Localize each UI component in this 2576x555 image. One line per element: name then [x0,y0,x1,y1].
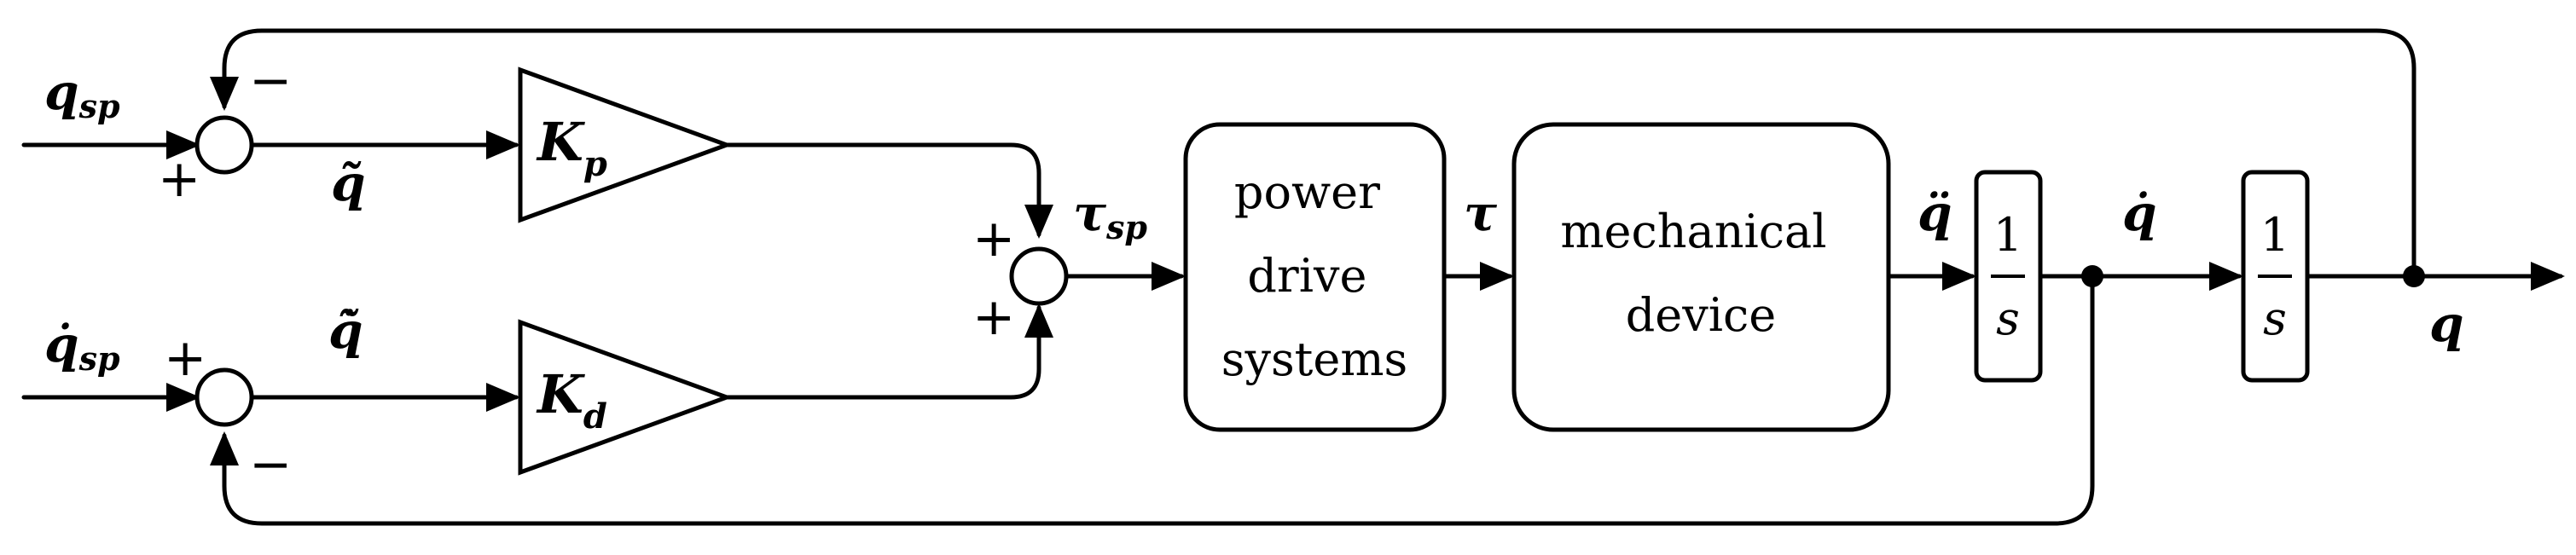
wire-kp-out [724,142,1053,239]
summing-junction-position [194,115,254,175]
sign-plus-position: + [158,149,200,209]
label-qdot: q̇ [2122,184,2157,242]
integrator-block-2: 1 s [2241,170,2310,383]
svg-text:mechanical device: mechanical device [1560,205,1841,342]
wire-q-feedback [210,28,2416,279]
sign-plus-torque-top: + [972,209,1015,269]
gain-kp-sub: p [583,144,607,184]
label-tau-sp-sub: sp [1105,208,1147,246]
label-q-sp: q [44,63,79,121]
integrator-1-denominator: s [1996,292,2020,345]
mechanical-line-2: device [1626,288,1777,342]
svg-text:Kd: Kd [536,363,607,436]
svg-text:τsp: τsp [1073,184,1147,246]
svg-text:power drive system: power drive systems [1221,165,1408,386]
svg-text:q̇sp: q̇sp [44,315,120,378]
mechanical-device-block: mechanical device [1511,122,1891,432]
label-qdot-sp-sub: sp [78,339,120,378]
gain-kd-letter: K [536,363,585,425]
branch-point-qdot [2081,265,2103,287]
gain-kd-sub: d [583,396,607,436]
integrator-2-numerator: 1 [2260,208,2289,262]
sign-minus-position: − [249,51,292,111]
branch-point-q [2403,265,2425,287]
label-tau: τ [1464,184,1498,242]
svg-text:Kp: Kp [536,111,607,184]
gain-kd-block: Kd [518,319,734,476]
label-q-sp-sub: sp [78,87,120,125]
label-q: q [2429,295,2464,353]
integrator-block-1: 1 s [1974,170,2043,383]
label-tau-sp: τ [1073,184,1107,242]
gain-kp-block: Kp [518,66,734,223]
gain-kp-letter: K [536,111,585,173]
label-q-tilde: q̃ [331,154,366,212]
label-qdot-sp: q̇ [44,315,79,373]
summing-junction-torque [1009,246,1069,306]
wire-qdot-feedback [210,274,2095,526]
power-drive-block: power drive systems [1183,122,1447,432]
sign-minus-velocity: − [249,435,292,494]
power-drive-line-3: systems [1221,332,1408,386]
power-drive-line-2: drive [1247,249,1366,303]
svg-text:qsp: qsp [44,63,120,125]
label-qddot: q̈ [1917,184,1952,242]
mechanical-line-1: mechanical [1560,205,1826,258]
wire-kd-out [724,304,1053,400]
wires [21,28,2565,526]
sign-plus-torque-bottom: + [972,287,1015,347]
label-qdot-tilde: q̃̇ [328,302,363,360]
sign-plus-velocity: + [164,328,206,388]
power-drive-line-1: power [1234,165,1380,219]
integrator-1-numerator: 1 [1993,208,2022,262]
integrator-2-denominator: s [2263,292,2287,345]
summing-junction-velocity [194,367,254,427]
